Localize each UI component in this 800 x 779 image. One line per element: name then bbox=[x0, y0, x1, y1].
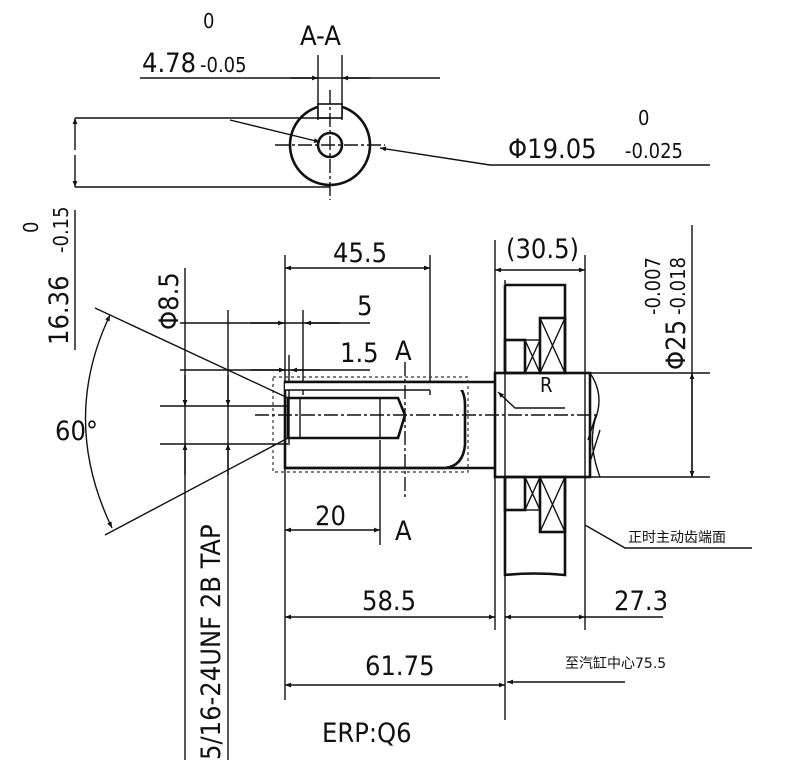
chamfer-angle: 60° bbox=[55, 416, 98, 447]
key-height-upper-tol: 0 bbox=[19, 222, 43, 233]
model-code: ERP:Q6 bbox=[322, 718, 412, 749]
journal-upper-tol: -0.007 bbox=[641, 257, 665, 315]
section-title: A-A bbox=[300, 21, 341, 52]
shaft-diameter: Φ19.05 bbox=[508, 134, 597, 165]
housing-bottom bbox=[503, 477, 567, 577]
dim-20: 20 bbox=[315, 501, 346, 532]
housing-top bbox=[503, 283, 567, 373]
dim-1-5: 1.5 bbox=[340, 338, 379, 369]
shaft-end bbox=[283, 380, 467, 470]
key-height-lower-tol: -0.15 bbox=[49, 206, 73, 253]
main-view: 45.5 5 1.5 A A 20 60° bbox=[55, 225, 752, 760]
section-mark-top: A bbox=[395, 336, 412, 367]
shaft-dia-upper-tol: 0 bbox=[638, 106, 649, 130]
dim-30-5: (30.5) bbox=[506, 234, 579, 265]
shaft-dia-lower-tol: -0.025 bbox=[625, 139, 683, 163]
section-a-a: A-A 0 4.78 -0.05 Φ19.05 0 -0.025 16.36 0… bbox=[19, 9, 710, 350]
tapped-bore bbox=[286, 396, 407, 440]
keyway-lower-tol: -0.05 bbox=[200, 53, 247, 77]
thread-spec: 5/16-24UNF 2B TAP bbox=[196, 524, 227, 760]
keyway-width: 4.78 bbox=[142, 48, 196, 79]
journal-lower-tol: -0.018 bbox=[666, 257, 690, 315]
key-height: 16.36 bbox=[44, 275, 75, 345]
dim-58-5: 58.5 bbox=[362, 586, 416, 617]
dim-45-5: 45.5 bbox=[333, 238, 387, 269]
dim-5: 5 bbox=[357, 291, 372, 322]
timing-gear-face-label: 正时主动齿端面 bbox=[628, 530, 726, 546]
to-cylinder-center-label: 至汽缸中心75.5 bbox=[565, 655, 666, 672]
dim-27-3: 27.3 bbox=[614, 586, 668, 617]
detail-boundary bbox=[272, 376, 469, 473]
bore-diameter: Φ8.5 bbox=[154, 272, 185, 330]
keyway-upper-tol: 0 bbox=[203, 9, 214, 33]
journal-diameter: Φ25 bbox=[661, 320, 692, 370]
radius-mark: R bbox=[540, 373, 553, 397]
section-mark-bottom: A bbox=[395, 516, 412, 547]
dim-61-75: 61.75 bbox=[365, 651, 435, 682]
